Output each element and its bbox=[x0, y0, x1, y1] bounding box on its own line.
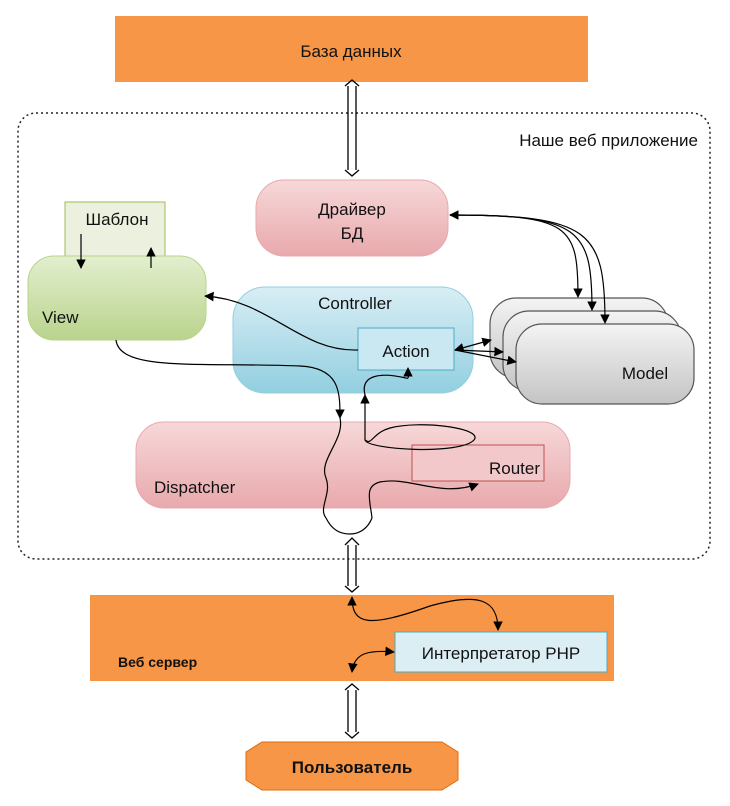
database-box: База данных bbox=[115, 16, 588, 82]
action-label: Action bbox=[382, 342, 429, 361]
driver-model-connectors bbox=[449, 210, 610, 324]
db-driver-label-2: БД bbox=[341, 224, 364, 243]
template-label: Шаблон bbox=[86, 210, 149, 229]
web-server-box: Веб сервер Интерпретатор PHP bbox=[90, 595, 614, 681]
action-to-view-arrow bbox=[204, 291, 359, 351]
action-model-connectors bbox=[454, 337, 517, 366]
model-label: Model bbox=[622, 364, 668, 383]
view-label: View bbox=[42, 308, 79, 327]
user-label: Пользователь bbox=[292, 758, 413, 777]
app-boundary-label: Наше веб приложение bbox=[519, 131, 698, 150]
app-server-connector bbox=[344, 537, 360, 593]
server-internal-arrows bbox=[347, 596, 503, 673]
php-interpreter-label: Интерпретатор PHP bbox=[422, 644, 581, 663]
dispatcher-label: Dispatcher bbox=[154, 478, 236, 497]
view-node: View bbox=[27, 255, 207, 341]
router-label: Router bbox=[489, 459, 540, 478]
server-user-connector bbox=[344, 683, 360, 739]
web-server-label: Веб сервер bbox=[118, 654, 197, 670]
view-to-dispatcher-arrow bbox=[115, 339, 345, 419]
dispatcher-node: Dispatcher Router bbox=[135, 421, 571, 509]
dispatcher-flow-lines bbox=[322, 367, 479, 535]
controller-node: Controller Action bbox=[232, 286, 474, 394]
db-driver-label-1: Драйвер bbox=[318, 200, 386, 219]
db-driver-connector bbox=[344, 79, 360, 177]
db-driver-node: Драйвер БД bbox=[255, 179, 449, 257]
model-node: Model bbox=[489, 297, 695, 405]
app-boundary bbox=[17, 112, 711, 560]
controller-label: Controller bbox=[318, 294, 392, 313]
user-node: Пользователь bbox=[245, 741, 459, 791]
template-node: Шаблон bbox=[64, 201, 166, 259]
database-label: База данных bbox=[300, 42, 402, 61]
